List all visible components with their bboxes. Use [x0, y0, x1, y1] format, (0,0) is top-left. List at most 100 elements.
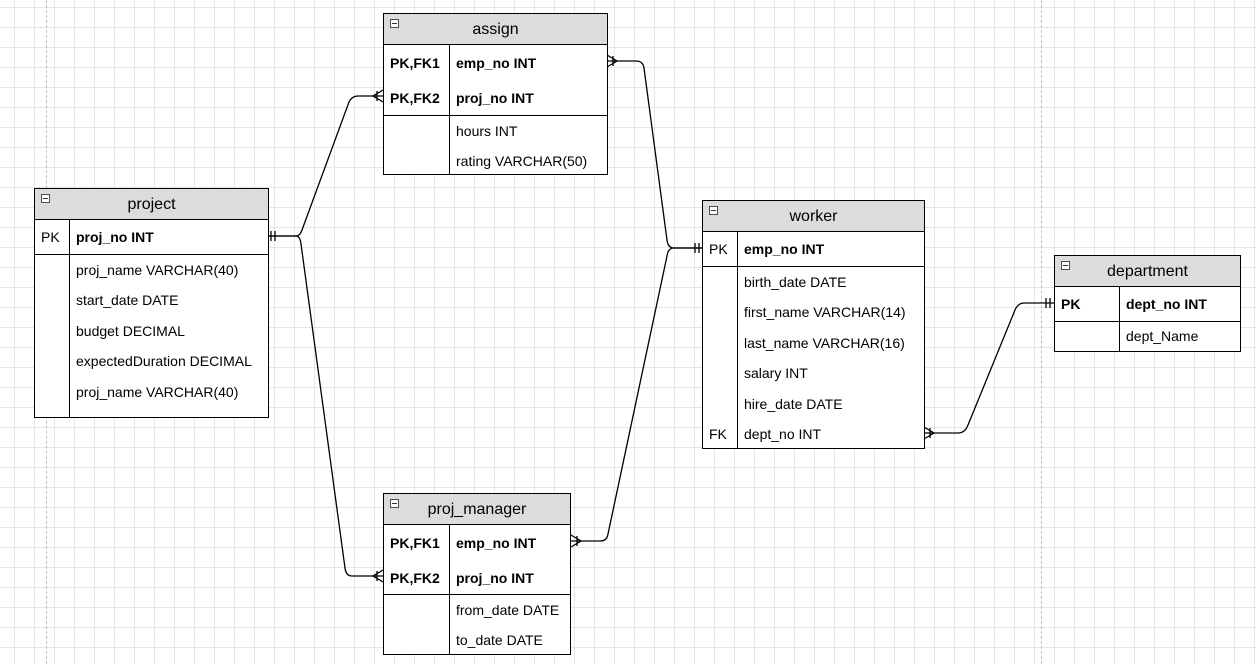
rel-department-worker[interactable] — [923, 298, 1054, 440]
field-row[interactable]: PK,FK1 emp_no INT — [384, 535, 570, 553]
attribute-section: hours INT rating VARCHAR(50) — [384, 116, 607, 175]
attribute-section: proj_name VARCHAR(40) start_date DATE bu… — [35, 255, 268, 418]
entity-header[interactable]: proj_manager — [384, 494, 570, 525]
primary-key-section: PK,FK1 emp_no INT PK,FK2 proj_no INT — [384, 45, 607, 116]
column-divider — [1119, 287, 1120, 321]
collapse-icon[interactable] — [41, 194, 50, 203]
field-row[interactable]: last_name VARCHAR(16) — [703, 335, 924, 353]
field-row[interactable]: FK dept_no INT — [703, 426, 924, 444]
field-name: budget DECIMAL — [76, 323, 185, 339]
page-guide-right — [1041, 0, 1042, 664]
field-name: dept_no INT — [1126, 296, 1207, 312]
primary-key-section: PK proj_no INT — [35, 220, 268, 255]
field-row[interactable]: expectedDuration DECIMAL — [35, 353, 268, 371]
entity-title: department — [1107, 263, 1188, 280]
field-row[interactable]: to_date DATE — [384, 632, 570, 650]
field-row[interactable]: hire_date DATE — [703, 396, 924, 414]
field-name: proj_no INT — [456, 90, 534, 106]
field-name: last_name VARCHAR(16) — [744, 335, 905, 351]
field-key: PK,FK1 — [390, 55, 440, 71]
field-row[interactable]: dept_Name — [1055, 328, 1240, 346]
field-key: PK,FK1 — [390, 535, 440, 551]
field-key: PK — [41, 229, 60, 245]
field-row[interactable]: salary INT — [703, 365, 924, 383]
field-row[interactable]: budget DECIMAL — [35, 323, 268, 341]
column-divider — [449, 116, 450, 175]
entity-header[interactable]: assign — [384, 14, 607, 45]
field-name: proj_no INT — [76, 229, 154, 245]
field-row[interactable]: PK emp_no INT — [703, 241, 924, 259]
column-divider — [737, 232, 738, 266]
primary-key-section: PK dept_no INT — [1055, 287, 1240, 322]
field-row[interactable]: hours INT — [384, 123, 607, 141]
field-name: start_date DATE — [76, 292, 179, 308]
attribute-section: birth_date DATE first_name VARCHAR(14) l… — [703, 267, 924, 449]
field-name: first_name VARCHAR(14) — [744, 304, 906, 320]
collapse-icon[interactable] — [709, 206, 718, 215]
field-row[interactable]: rating VARCHAR(50) — [384, 153, 607, 171]
column-divider — [69, 255, 70, 418]
entity-assign[interactable]: assign PK,FK1 emp_no INT PK,FK2 proj_no … — [383, 13, 608, 175]
column-divider — [449, 45, 450, 115]
field-name: rating VARCHAR(50) — [456, 153, 588, 169]
field-name: emp_no INT — [456, 55, 537, 71]
field-name: proj_name VARCHAR(40) — [76, 384, 239, 400]
field-name: proj_name VARCHAR(40) — [76, 262, 239, 278]
field-name: hours INT — [456, 123, 518, 139]
entity-title: assign — [472, 21, 519, 38]
field-name: dept_Name — [1126, 328, 1199, 344]
column-divider — [449, 595, 450, 655]
rel-worker-assign[interactable] — [606, 54, 702, 253]
field-name: proj_no INT — [456, 570, 534, 586]
column-divider — [1119, 322, 1120, 351]
column-divider — [737, 267, 738, 449]
entity-project[interactable]: project PK proj_no INT proj_name VARCHAR… — [34, 188, 269, 418]
field-row[interactable]: first_name VARCHAR(14) — [703, 304, 924, 322]
field-row[interactable]: start_date DATE — [35, 292, 268, 310]
field-name: emp_no INT — [456, 535, 537, 551]
field-key: PK,FK2 — [390, 570, 440, 586]
field-row[interactable]: proj_name VARCHAR(40) — [35, 262, 268, 280]
column-divider — [449, 525, 450, 594]
rel-project-proj-manager[interactable] — [268, 235, 384, 583]
entity-header[interactable]: project — [35, 189, 268, 220]
entity-title: worker — [789, 208, 838, 225]
field-row[interactable]: from_date DATE — [384, 602, 570, 620]
entity-worker[interactable]: worker PK emp_no INT birth_date DATE fir… — [702, 200, 925, 449]
field-row[interactable]: PK,FK1 emp_no INT — [384, 55, 607, 73]
field-name: hire_date DATE — [744, 396, 843, 412]
attribute-section: from_date DATE to_date DATE — [384, 595, 570, 655]
entity-title: project — [127, 196, 176, 213]
entity-department[interactable]: department PK dept_no INT dept_Name — [1054, 255, 1241, 352]
collapse-icon[interactable] — [390, 19, 399, 28]
field-key: PK — [709, 241, 728, 257]
field-row[interactable]: PK proj_no INT — [35, 229, 268, 247]
attribute-section: dept_Name — [1055, 322, 1240, 351]
field-row[interactable]: PK,FK2 proj_no INT — [384, 90, 607, 108]
field-row[interactable]: PK,FK2 proj_no INT — [384, 570, 570, 588]
field-name: dept_no INT — [744, 426, 822, 442]
field-name: expectedDuration DECIMAL — [76, 353, 252, 369]
field-name: emp_no INT — [744, 241, 825, 257]
column-divider — [69, 220, 70, 254]
entity-header[interactable]: worker — [703, 201, 924, 232]
field-key: FK — [709, 426, 727, 442]
primary-key-section: PK emp_no INT — [703, 232, 924, 267]
rel-worker-proj-manager[interactable] — [570, 247, 702, 548]
field-key: PK — [1061, 296, 1081, 312]
field-row[interactable]: proj_name VARCHAR(40) — [35, 384, 268, 402]
field-row[interactable]: PK dept_no INT — [1055, 296, 1240, 314]
entity-proj-manager[interactable]: proj_manager PK,FK1 emp_no INT PK,FK2 pr… — [383, 493, 571, 655]
collapse-icon[interactable] — [390, 499, 399, 508]
collapse-icon[interactable] — [1061, 261, 1070, 270]
field-name: to_date DATE — [456, 632, 543, 648]
entity-header[interactable]: department — [1055, 256, 1240, 287]
field-name: salary INT — [744, 365, 808, 381]
field-name: from_date DATE — [456, 602, 560, 618]
field-name: birth_date DATE — [744, 274, 847, 290]
rel-project-assign[interactable] — [268, 89, 384, 241]
field-key: PK,FK2 — [390, 90, 440, 106]
field-row[interactable]: birth_date DATE — [703, 274, 924, 292]
primary-key-section: PK,FK1 emp_no INT PK,FK2 proj_no INT — [384, 525, 570, 595]
